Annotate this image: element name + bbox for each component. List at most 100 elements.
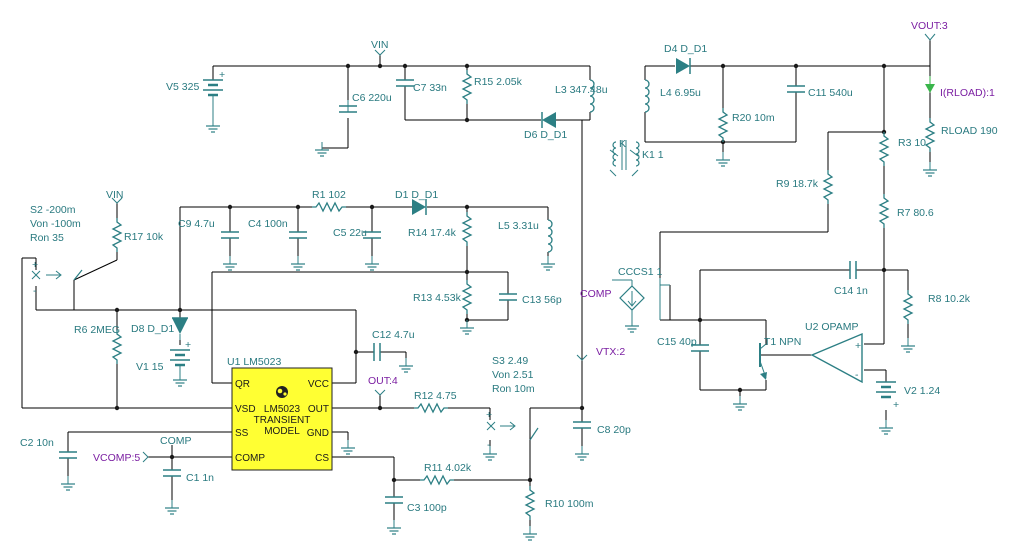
c3-ground-icon — [386, 519, 402, 535]
chip-title-line3: MODEL — [264, 426, 300, 437]
vin-left-terminal-icon — [111, 197, 123, 204]
label-c13: C13 56p — [522, 294, 562, 306]
c5-ground-icon — [364, 255, 380, 271]
label-v2: V2 1.24 — [904, 385, 940, 397]
label-s2-ron: Ron 35 — [30, 232, 64, 244]
r8-ground-icon — [900, 337, 916, 353]
label-v5: V5 325 — [166, 81, 199, 93]
c1-ground-icon — [164, 499, 180, 515]
l5-ground-icon — [540, 255, 556, 271]
t1-npn-transistor-symbol — [759, 343, 767, 380]
label-r9: R9 18.7k — [776, 178, 819, 190]
label-c3: C3 100p — [407, 502, 447, 514]
pin-vsd: VSD — [235, 404, 256, 415]
r1-resistor-symbol — [311, 202, 347, 212]
label-rload: RLOAD 190 — [941, 125, 998, 137]
label-c12: C12 4.7u — [372, 329, 415, 341]
label-vtx: VTX:2 — [596, 346, 625, 358]
label-r6: R6 2MEG — [74, 324, 120, 336]
pin-comp: COMP — [235, 453, 265, 464]
r8-resistor-symbol — [903, 289, 913, 325]
label-k1: K1 1 — [642, 149, 664, 161]
r13-resistor-symbol — [462, 279, 472, 315]
c4-ground-icon — [290, 255, 306, 271]
label-out: OUT:4 — [368, 375, 398, 387]
label-s3-von: Von 2.51 — [492, 369, 534, 381]
label-vin-left: VIN — [106, 189, 124, 201]
c14-capacitor-symbol — [849, 260, 857, 280]
label-k: K — [619, 138, 626, 150]
svg-text:+: + — [893, 399, 899, 411]
label-r11: R11 4.02k — [424, 462, 472, 474]
d1-diode-symbol — [411, 198, 427, 216]
vtx-terminal-icon — [576, 354, 588, 361]
label-vin-top: VIN — [371, 39, 389, 51]
k1-transformer-symbol — [609, 140, 640, 177]
c8-ground-icon — [574, 445, 590, 461]
label-comp-cccs: COMP — [580, 288, 612, 300]
label-u1: U1 LM5023 — [227, 356, 281, 368]
c2-capacitor-symbol — [58, 451, 78, 459]
label-s2-name: S2 -200m — [30, 204, 76, 216]
label-r8: R8 10.2k — [928, 293, 971, 305]
junction-dots — [114, 63, 887, 483]
l5-inductor-symbol — [547, 219, 553, 253]
r15-resistor-symbol — [462, 69, 472, 105]
label-c14: C14 1n — [834, 285, 868, 297]
c7-capacitor-symbol — [395, 79, 415, 87]
label-c15: C15 40p — [657, 336, 697, 348]
irload-arrow-icon — [925, 76, 935, 93]
svg-text:+: + — [32, 259, 38, 271]
vout-terminal-icon — [924, 33, 936, 41]
rload-resistor-symbol — [925, 117, 935, 153]
r10-resistor-symbol — [525, 485, 535, 521]
u2-opamp-symbol: + - — [810, 332, 863, 384]
r3-resistor-symbol — [879, 131, 889, 167]
c8-capacitor-symbol — [572, 421, 592, 429]
component-labels: V5 325 C6 220u C7 33n R15 2.05k L3 347.4… — [20, 20, 998, 514]
svg-text:+: + — [185, 339, 191, 351]
r13-ground-icon — [459, 319, 475, 335]
d6-diode-symbol — [541, 111, 557, 129]
vcomp-terminal-icon — [142, 451, 149, 463]
s3-switch-symbol: + - — [482, 409, 539, 461]
c1-capacitor-symbol — [162, 469, 182, 477]
r11-resistor-symbol — [419, 475, 455, 485]
label-l4: L4 6.95u — [660, 87, 701, 99]
u1-gnd-ground-icon — [340, 439, 356, 455]
c9-capacitor-symbol — [220, 231, 240, 239]
r20-resistor-symbol — [718, 107, 728, 143]
label-r3: R3 10 — [898, 137, 926, 149]
cccs1-source-symbol — [612, 278, 670, 333]
pin-vcc: VCC — [308, 379, 329, 390]
label-d6: D6 D_D1 — [524, 129, 567, 141]
label-c9: C9 4.7u — [178, 218, 215, 230]
label-r1: R1 102 — [312, 189, 346, 201]
label-d1: D1 D_D1 — [395, 189, 438, 201]
v5-battery-symbol: + — [201, 69, 225, 133]
label-r13: R13 4.53k — [413, 292, 462, 304]
label-s3-ron: Ron 10m — [492, 383, 535, 395]
label-r15: R15 2.05k — [474, 76, 523, 88]
t1-ground-icon — [732, 395, 748, 411]
chip-title-line2: TRANSIENT — [254, 415, 311, 426]
r9-resistor-symbol — [823, 169, 833, 205]
c3-capacitor-symbol — [384, 496, 404, 504]
label-c6: C6 220u — [352, 92, 392, 104]
r14-resistor-symbol — [462, 211, 472, 247]
pin-out: OUT — [308, 404, 329, 415]
s2-switch-symbol: + - — [31, 259, 83, 297]
svg-text:+: + — [486, 409, 492, 421]
pin-gnd: GND — [307, 428, 329, 439]
label-r7: R7 80.6 — [897, 207, 934, 219]
label-comp-left: COMP — [160, 435, 192, 447]
r7-resistor-symbol — [879, 193, 889, 229]
label-l5: L5 3.31u — [498, 220, 539, 232]
label-r20: R20 10m — [732, 112, 775, 124]
c11-capacitor-symbol — [786, 85, 806, 93]
c9-ground-icon — [222, 255, 238, 271]
label-s3-name: S3 2.49 — [492, 355, 528, 367]
label-u2: U2 OPAMP — [805, 321, 858, 333]
r17-resistor-symbol — [112, 217, 122, 253]
